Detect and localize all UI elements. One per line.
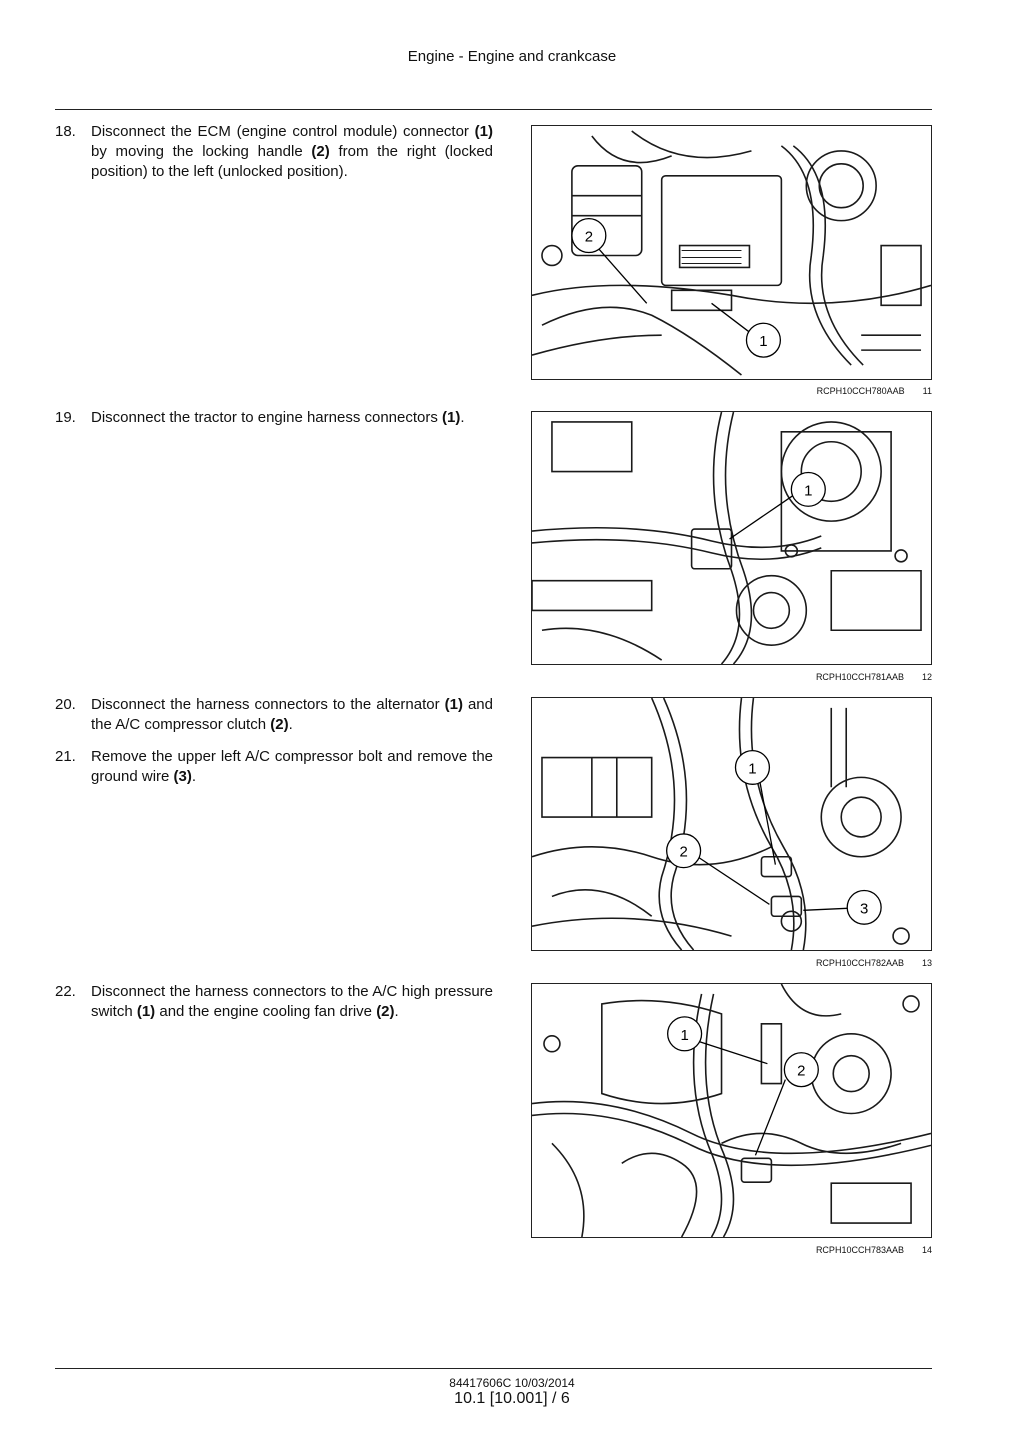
callout-circle bbox=[745, 322, 782, 358]
step-text-segment: and the engine cooling fan drive bbox=[155, 1003, 377, 1020]
figure-pressure-switch-fan: 1 2 bbox=[531, 983, 932, 1238]
step-text: Remove the upper left A/C compressor bol… bbox=[91, 747, 493, 787]
step-number: 22. bbox=[55, 983, 76, 1000]
step-22: 22. Disconnect the harness connectors to… bbox=[55, 982, 493, 1022]
step-text-segment: and the A/C compressor clutch bbox=[91, 696, 493, 733]
figure-ecm-connector: 2 1 bbox=[531, 125, 932, 380]
step-21: 21. Remove the upper left A/C compressor… bbox=[55, 747, 493, 787]
step-text-segment: Remove the upper left A/C compressor bol… bbox=[91, 748, 493, 785]
step-text: Disconnect the ECM (engine control modul… bbox=[91, 122, 493, 182]
callout-reference: (2) bbox=[376, 1003, 395, 1020]
callout-reference: (1) bbox=[136, 1003, 156, 1020]
step-text: Disconnect the tractor to engine harness… bbox=[91, 408, 493, 428]
callout-circle bbox=[667, 1016, 703, 1052]
callout-label: 2 bbox=[797, 1063, 805, 1080]
step-text-segment: Disconnect the tractor to engine harness… bbox=[91, 409, 443, 426]
figure-number: 11 bbox=[922, 386, 932, 396]
callout-reference: (2) bbox=[311, 143, 330, 160]
figure-harness-connectors: 1 bbox=[531, 411, 932, 665]
callout-circle bbox=[734, 749, 771, 785]
footer-page-number: 10.1 [10.001] / 6 bbox=[454, 1390, 570, 1407]
step-text-segment: by moving the locking handle bbox=[91, 143, 312, 160]
callout-circle bbox=[571, 217, 607, 254]
figure-number: 14 bbox=[921, 1245, 932, 1255]
figure-code: RCPH10CCH783AAB bbox=[815, 1245, 904, 1255]
step-text: Disconnect the harness connectors to the… bbox=[91, 695, 493, 735]
step-20: 20. Disconnect the harness connectors to… bbox=[55, 695, 493, 735]
figure-caption: RCPH10CCH783AAB 14 bbox=[531, 1245, 932, 1255]
step-text-segment: Disconnect the ECM (engine control modul… bbox=[91, 123, 475, 140]
step-text-segment: . bbox=[394, 1003, 399, 1020]
figure-number: 13 bbox=[921, 958, 932, 968]
step-text-segment: . bbox=[460, 409, 465, 426]
step-text-segment: Disconnect the harness connectors to the… bbox=[91, 983, 493, 1020]
footer-rule bbox=[55, 1368, 932, 1369]
figure-number: 12 bbox=[921, 672, 932, 682]
callout-reference: (2) bbox=[270, 716, 289, 733]
callout-label: 3 bbox=[860, 900, 868, 917]
callout-label: 1 bbox=[759, 333, 767, 350]
step-19: 19. Disconnect the tractor to engine har… bbox=[55, 408, 493, 428]
callout-label: 1 bbox=[804, 482, 812, 499]
pressure-switch-fan-illustration: 1 2 bbox=[532, 984, 931, 1237]
step-number: 18. bbox=[55, 123, 76, 140]
footer-doc-code: 84417606C 10/03/2014 bbox=[449, 1376, 575, 1390]
callout-label: 2 bbox=[585, 229, 593, 246]
step-text: Disconnect the harness connectors to the… bbox=[91, 982, 493, 1022]
callout-reference: (1) bbox=[444, 696, 463, 713]
step-number: 20. bbox=[55, 696, 76, 713]
figure-caption: RCPH10CCH780AAB 11 bbox=[531, 386, 932, 396]
callout-reference: (1) bbox=[474, 123, 493, 140]
callout-label: 2 bbox=[679, 844, 687, 861]
callout-label: 1 bbox=[748, 760, 756, 777]
figure-caption: RCPH10CCH782AAB 13 bbox=[531, 958, 932, 968]
step-text-segment: . bbox=[288, 716, 293, 733]
callout-circle bbox=[666, 833, 702, 869]
figure-alternator-compressor: 1 2 3 bbox=[531, 697, 932, 951]
step-text-segment: Disconnect the harness connectors to the… bbox=[91, 696, 445, 713]
ecm-connector-illustration: 2 1 bbox=[532, 130, 931, 376]
figure-caption: RCPH10CCH781AAB 12 bbox=[531, 672, 932, 682]
figure-code: RCPH10CCH782AAB bbox=[815, 958, 904, 968]
step-number: 19. bbox=[55, 409, 76, 426]
page-header: Engine - Engine and crankcase bbox=[407, 48, 617, 65]
step-18: 18. Disconnect the ECM (engine control m… bbox=[55, 122, 493, 182]
figure-code: RCPH10CCH781AAB bbox=[815, 672, 904, 682]
header-rule bbox=[55, 109, 932, 110]
figure-code: RCPH10CCH780AAB bbox=[816, 386, 905, 396]
callout-circle bbox=[783, 1052, 819, 1088]
alternator-compressor-illustration: 1 2 3 bbox=[532, 698, 910, 950]
callout-label: 1 bbox=[680, 1027, 688, 1044]
callout-reference: (1) bbox=[442, 409, 461, 426]
step-text-segment: from the right (locked position) to the … bbox=[91, 143, 493, 180]
harness-connectors-illustration: 1 bbox=[532, 412, 922, 664]
step-text-segment: . bbox=[191, 768, 197, 785]
callout-reference: (3) bbox=[173, 768, 192, 785]
step-number: 21. bbox=[55, 748, 76, 765]
callout-circle bbox=[846, 889, 882, 925]
callout-circle bbox=[790, 471, 826, 507]
